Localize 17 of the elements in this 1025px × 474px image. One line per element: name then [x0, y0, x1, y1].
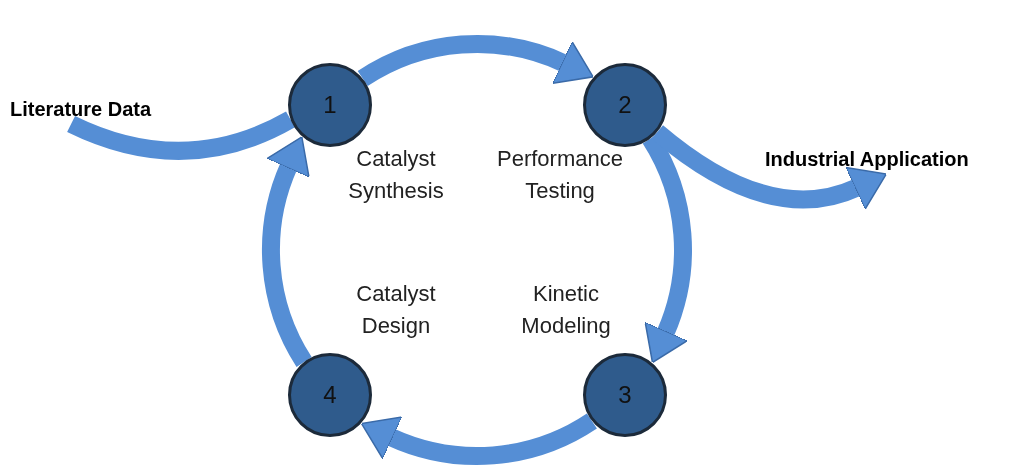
step-number: 3: [618, 381, 632, 409]
step-label: Catalyst Synthesis: [347, 145, 445, 205]
step-label: Catalyst Design: [355, 280, 437, 340]
arrow: [651, 125, 888, 211]
step-number: 2: [618, 91, 632, 119]
node-label: Industrial Application: [765, 148, 969, 170]
step-circle: [583, 353, 667, 437]
step-number: 1: [323, 91, 337, 119]
arrow: [358, 35, 595, 87]
step-number: 4: [323, 381, 337, 409]
node-label: Literature Data: [10, 98, 152, 120]
step-label: Kinetic Modeling: [520, 280, 612, 340]
arrow: [262, 135, 312, 367]
step-label: Performance Testing: [496, 145, 624, 205]
step-circle: [288, 353, 372, 437]
arrow: [360, 413, 597, 465]
step-circle: [288, 63, 372, 147]
